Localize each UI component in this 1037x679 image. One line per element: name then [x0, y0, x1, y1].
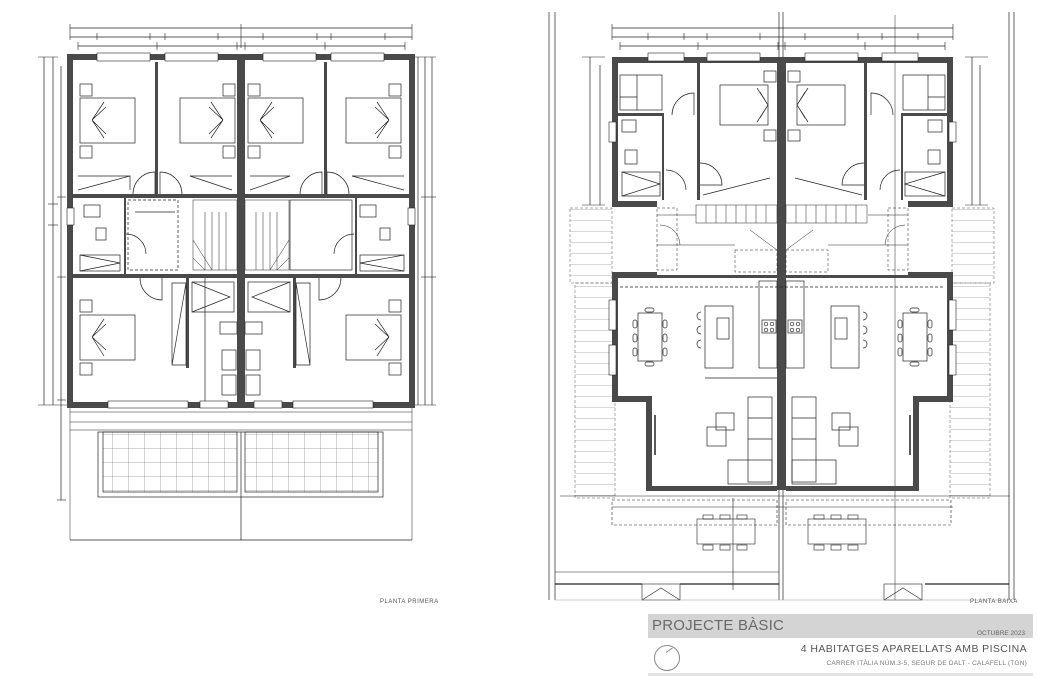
project-address: CARRER ITÀLIA NÚM.3-5, SEGUR DE DALT - C… [826, 660, 1027, 667]
north-arrow-icon [654, 645, 680, 671]
project-date: OCTUBRE 2023 [976, 630, 1025, 637]
plan-ground-floor [548, 12, 1015, 601]
title-block-divider [648, 673, 1033, 676]
project-title: PROJECTE BÀSIC [652, 617, 784, 634]
title-block: PROJECTE BÀSIC OCTUBRE 2023 4 HABITATGES… [648, 614, 1033, 676]
plan-label-first-floor: PLANTA PRIMERA [380, 599, 439, 605]
plan-label-ground-floor: PLANTA BAIXA [970, 599, 1018, 605]
plan-first-floor [38, 24, 436, 541]
title-bar: PROJECTE BÀSIC OCTUBRE 2023 [648, 614, 1033, 638]
project-subtitle: 4 HABITATGES APARELLATS AMB PISCINA [800, 643, 1027, 655]
